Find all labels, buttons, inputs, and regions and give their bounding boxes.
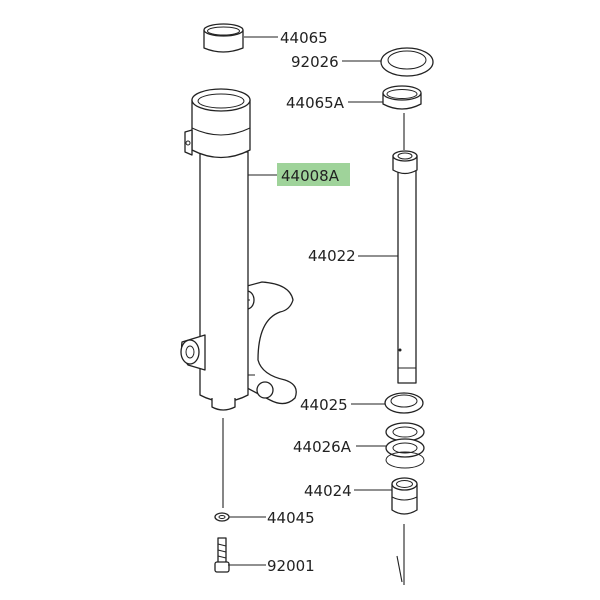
highlight-box [277,163,350,186]
label-92001[interactable]: 92001 [267,557,315,575]
part-44008a-outer-tube[interactable] [180,88,297,411]
label-44065a[interactable]: 44065A [286,94,345,112]
part-92001-bolt[interactable] [214,537,230,573]
label-44008a[interactable]: 44008A [281,167,340,185]
part-44045-gasket[interactable] [214,512,230,522]
label-44045[interactable]: 44045 [267,509,315,527]
label-44026a[interactable]: 44026A [293,438,352,456]
label-44022[interactable]: 44022 [308,247,356,265]
label-92026[interactable]: 92026 [291,53,339,71]
label-44024[interactable]: 44024 [304,482,352,500]
part-92026-washer[interactable] [380,47,434,77]
part-44024-collar[interactable] [391,477,418,515]
part-44065a-bushing[interactable] [382,85,422,150]
part-44022-rod[interactable] [392,150,418,384]
part-44025-washer[interactable] [384,392,424,414]
label-44025[interactable]: 44025 [300,396,348,414]
part-44026a-spring[interactable] [385,422,425,469]
part-44065-bushing[interactable] [203,23,244,53]
label-44065[interactable]: 44065 [280,29,328,47]
